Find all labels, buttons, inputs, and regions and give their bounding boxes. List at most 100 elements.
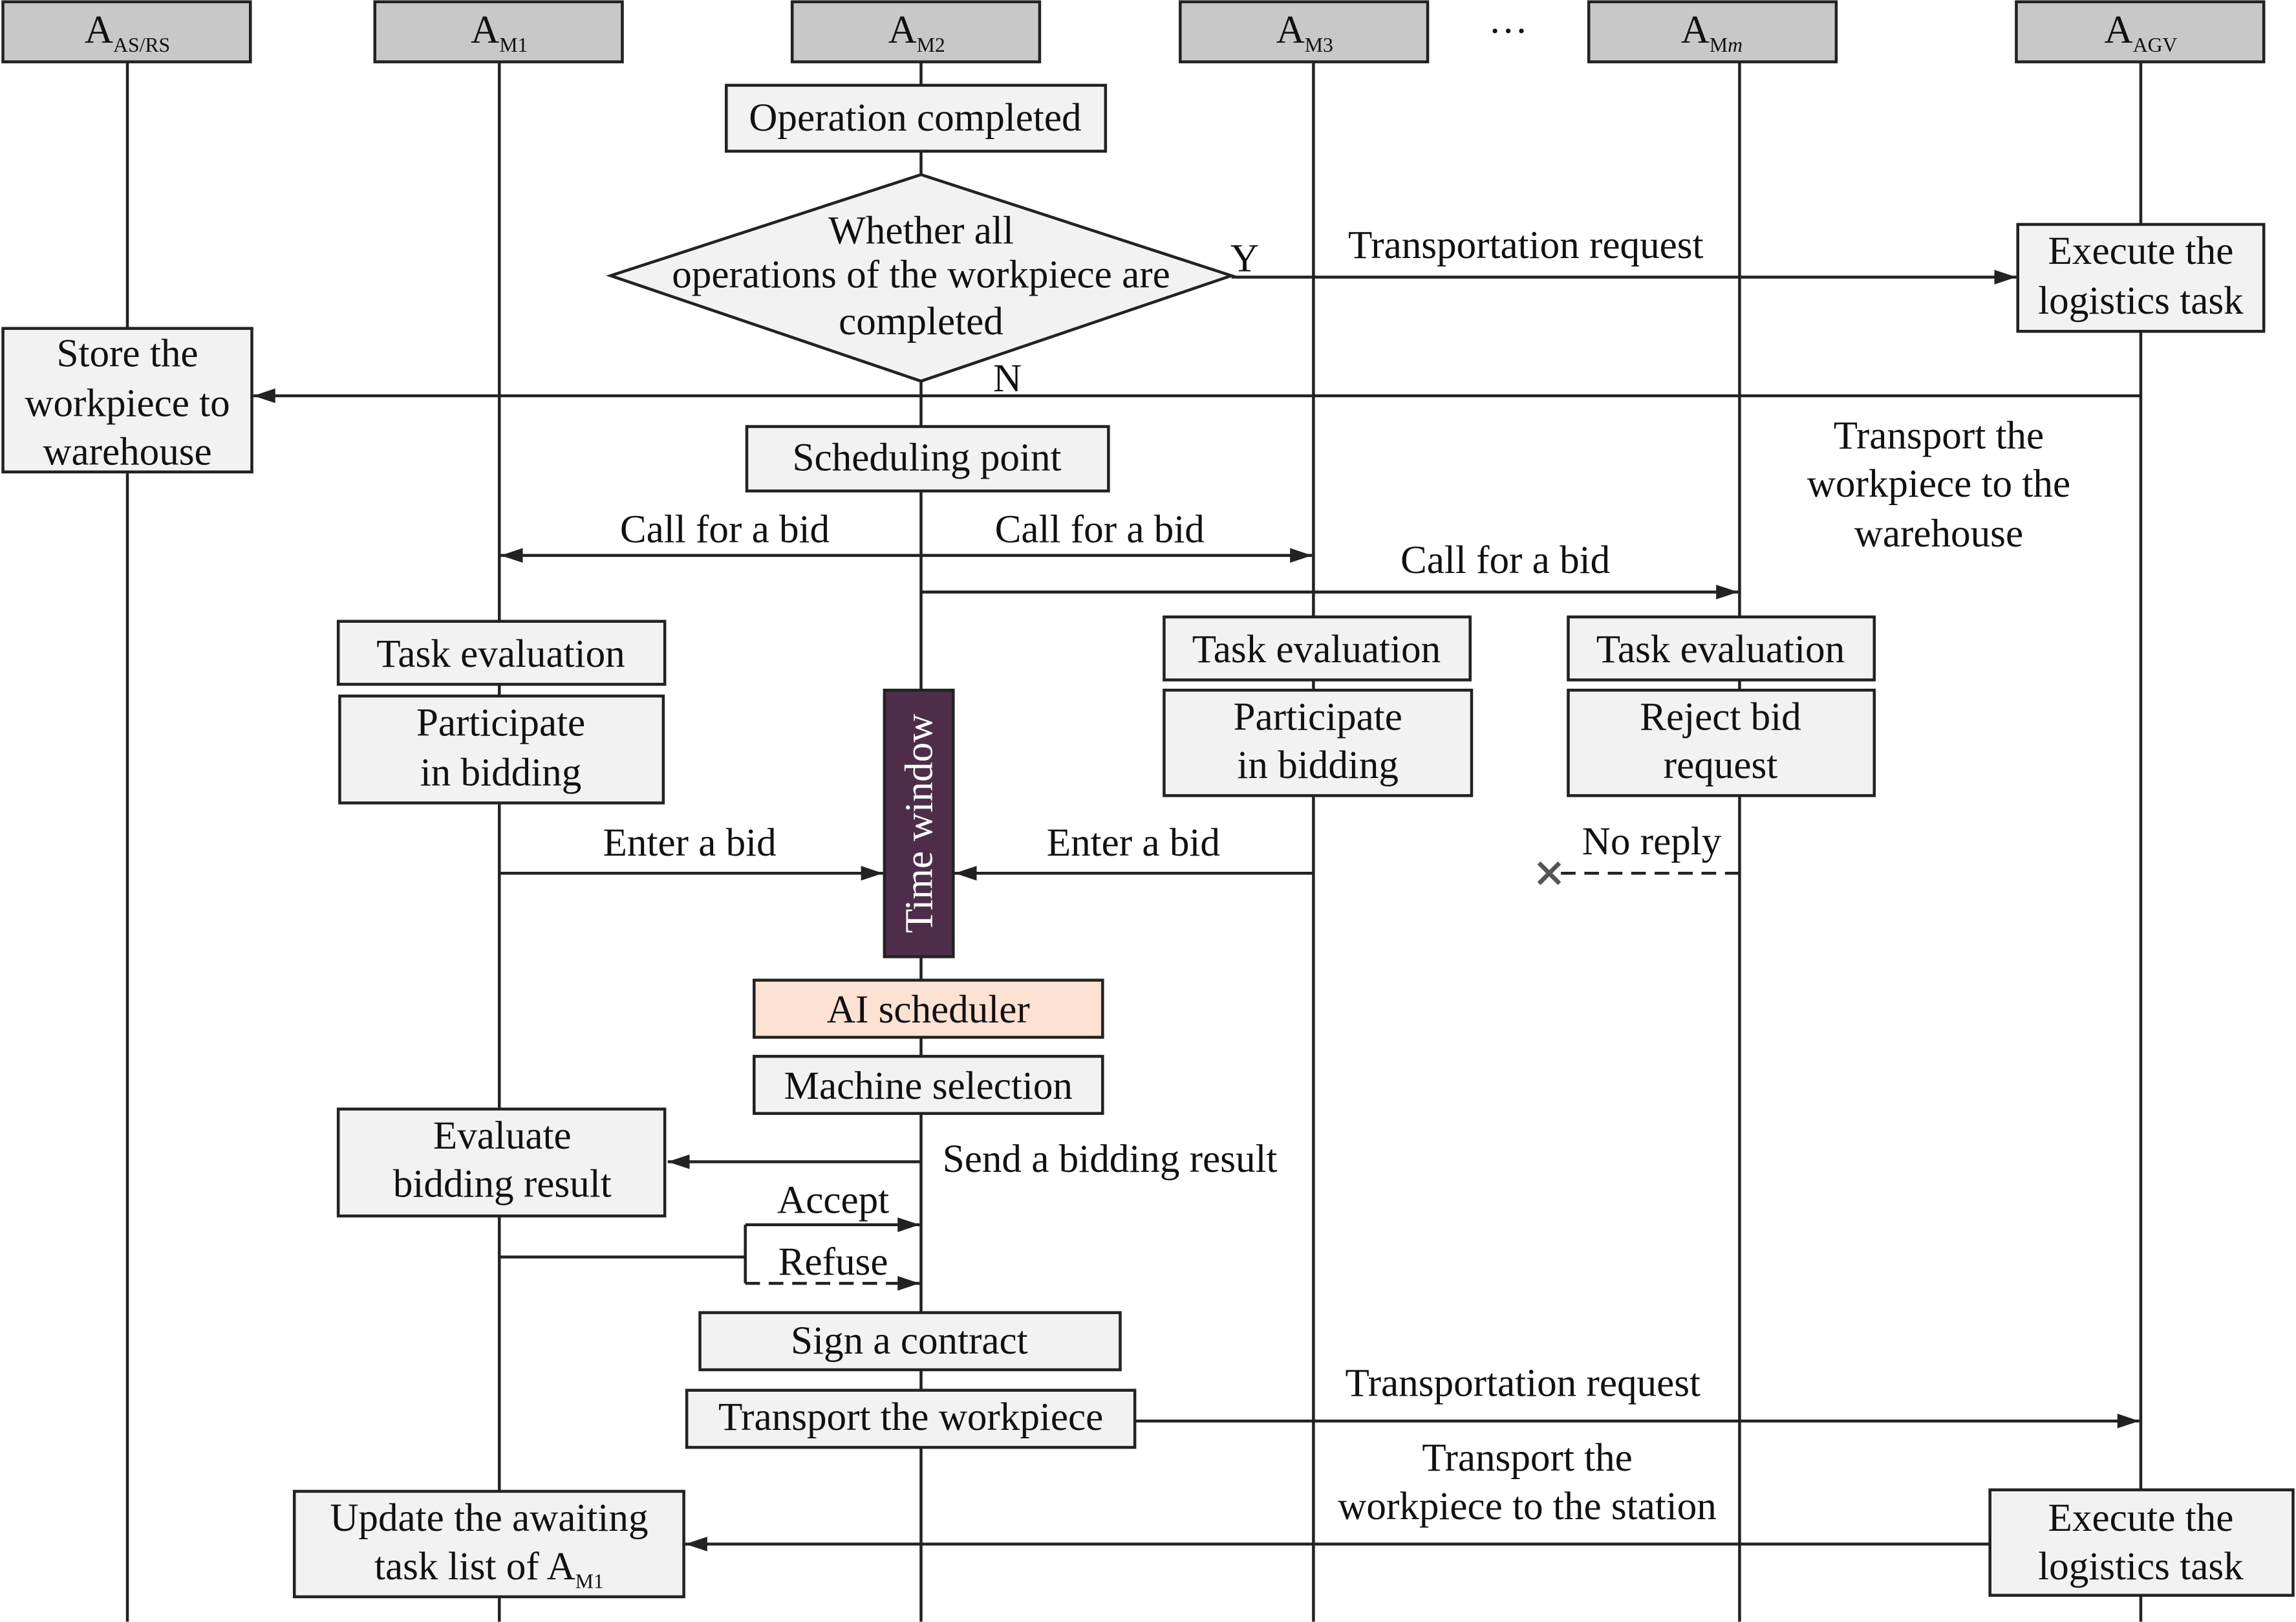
- enter-bid-label-m3: Enter a bid: [1047, 821, 1220, 865]
- m3-task-evaluation-box: [1163, 615, 1472, 682]
- m3-activities: Task evaluation Participate in bidding: [1163, 615, 1474, 797]
- header-asrs-main: A: [85, 8, 113, 52]
- header-m1: AM1: [373, 0, 624, 63]
- m3-participate-box: [1163, 688, 1474, 797]
- decision-line-1: Whether all: [828, 209, 1014, 252]
- store-warehouse-line-1: Store the: [57, 332, 198, 376]
- m1-evaluate-line-2: bidding result: [393, 1163, 612, 1206]
- transport-workpiece-label: Transport the workpiece: [718, 1396, 1103, 1439]
- header-asrs-sub: AS/RS: [113, 34, 170, 56]
- operation-completed-label: Operation completed: [749, 96, 1081, 140]
- transport-workpiece-box: [685, 1389, 1137, 1449]
- m1-update-line-2-sub: M1: [575, 1570, 604, 1592]
- header-mm: AMm: [1587, 0, 1838, 63]
- transport-station-line-1: Transport the: [1422, 1436, 1632, 1480]
- header-m1-sub: M1: [499, 34, 528, 56]
- m1-participate-line-1: Participate: [416, 701, 585, 744]
- ai-scheduler-label: AI scheduler: [827, 988, 1030, 1032]
- mm-task-evaluation-label: Task evaluation: [1596, 628, 1845, 671]
- header-m3: AM3: [1179, 0, 1430, 63]
- transport-warehouse-line-1: Transport the: [1834, 414, 2044, 457]
- decision-yes-label: Y: [1230, 237, 1259, 280]
- message-arrows: [253, 270, 2141, 1552]
- header-mm-label: AMm: [1681, 8, 1743, 56]
- header-m2: AM2: [790, 0, 1042, 63]
- m3-participate-line-2: in bidding: [1237, 744, 1399, 787]
- sign-contract-box: [698, 1311, 1122, 1372]
- header-asrs: AAS/RS: [1, 0, 252, 63]
- agv-activities: Execute the logistics task Execute the l…: [1988, 222, 2295, 1597]
- m2-activities: Operation completed Whether all operatio…: [606, 83, 1259, 1449]
- message-labels: Transportation request Transport the wor…: [603, 224, 2071, 1528]
- header-agv-label: AAGV: [2105, 8, 2178, 56]
- asrs-activities: Store the workpiece to warehouse: [1, 327, 253, 473]
- transport-station-line-2: workpiece to the station: [1338, 1485, 1717, 1528]
- mm-activities: Task evaluation Reject bid request: [1567, 615, 1876, 797]
- transport-request-label-bottom: Transportation request: [1346, 1362, 1701, 1405]
- refuse-label: Refuse: [778, 1240, 888, 1284]
- scheduling-point-label: Scheduling point: [793, 436, 1062, 479]
- header-mm-sub-italic: m: [1728, 34, 1743, 56]
- agv-execute-top-box: [2016, 222, 2266, 333]
- header-agv: AAGV: [2015, 0, 2266, 63]
- decision-no-label: N: [993, 357, 1022, 400]
- m1-task-evaluation-label: Task evaluation: [376, 633, 625, 676]
- ai-scheduler-box: [753, 979, 1104, 1039]
- lifeline-headers: AAS/RS AM1 AM2 AM3 … AMm: [1, 0, 2266, 63]
- header-m2-main: A: [888, 8, 917, 52]
- header-asrs-label: AAS/RS: [85, 8, 170, 56]
- machine-selection-label: Machine selection: [784, 1065, 1073, 1108]
- transport-warehouse-line-2: workpiece to the: [1807, 462, 2070, 506]
- time-window-label: Time window: [898, 714, 941, 933]
- operation-completed-box: [725, 83, 1108, 153]
- mm-reject-line-1: Reject bid: [1640, 695, 1801, 739]
- mm-reject-box: [1567, 688, 1876, 797]
- store-warehouse-line-3: warehouse: [43, 430, 211, 473]
- mm-task-evaluation-box: [1567, 615, 1876, 682]
- m3-participate-line-1: Participate: [1234, 695, 1402, 739]
- m1-update-line-2-main: task list of A: [374, 1545, 575, 1588]
- machine-selection-box: [753, 1055, 1104, 1115]
- agv-execute-bottom-line-1: Execute the: [2048, 1497, 2234, 1540]
- m1-participate-line-2: in bidding: [420, 751, 582, 794]
- call-bid-label-mm: Call for a bid: [1400, 539, 1610, 582]
- scheduling-point-box: [745, 425, 1110, 493]
- no-reply-cross-icon: [1537, 861, 1561, 885]
- header-m2-label: AM2: [888, 8, 945, 56]
- m1-activities: Task evaluation Participate in bidding E…: [292, 620, 685, 1599]
- agv-execute-bottom-line-2: logistics task: [2038, 1545, 2244, 1588]
- header-m3-label: AM3: [1276, 8, 1333, 56]
- enter-bid-label-m1: Enter a bid: [603, 821, 777, 865]
- header-agv-main: A: [2105, 8, 2133, 52]
- agv-execute-bottom-box: [1988, 1488, 2295, 1597]
- cross-stroke-b: [1537, 861, 1561, 885]
- header-m3-box: [1179, 0, 1430, 63]
- header-ellipsis: …: [1488, 0, 1528, 41]
- m1-evaluate-result-box: [336, 1107, 667, 1218]
- no-reply-label: No reply: [1582, 820, 1722, 863]
- accept-label: Accept: [777, 1179, 889, 1222]
- header-m1-box: [373, 0, 624, 63]
- agv-execute-top-line-2: logistics task: [2038, 279, 2244, 323]
- m1-participate-box: [338, 694, 665, 805]
- header-m3-main: A: [1276, 8, 1305, 52]
- mm-reject-line-2: request: [1664, 744, 1778, 787]
- m1-update-list-box: [292, 1489, 685, 1599]
- header-m1-main: A: [471, 8, 499, 52]
- agv-execute-top-line-1: Execute the: [2048, 230, 2234, 273]
- header-asrs-box: [1, 0, 252, 63]
- m1-evaluate-line-1: Evaluate: [433, 1114, 572, 1158]
- header-mm-sub: M: [1710, 34, 1728, 56]
- call-bid-label-m1: Call for a bid: [620, 508, 830, 551]
- call-bid-label-m3: Call for a bid: [995, 508, 1205, 551]
- header-m3-sub: M3: [1305, 34, 1333, 56]
- m1-update-line-2: task list of AM1: [374, 1545, 604, 1593]
- send-result-label: Send a bidding result: [943, 1138, 1278, 1181]
- m3-task-evaluation-label: Task evaluation: [1192, 628, 1441, 671]
- m1-update-line-1: Update the awaiting: [330, 1497, 648, 1540]
- time-window-bar: [883, 688, 955, 958]
- store-warehouse-line-2: workpiece to: [25, 382, 230, 426]
- m1-task-evaluation-box: [336, 620, 667, 686]
- header-agv-box: [2015, 0, 2266, 63]
